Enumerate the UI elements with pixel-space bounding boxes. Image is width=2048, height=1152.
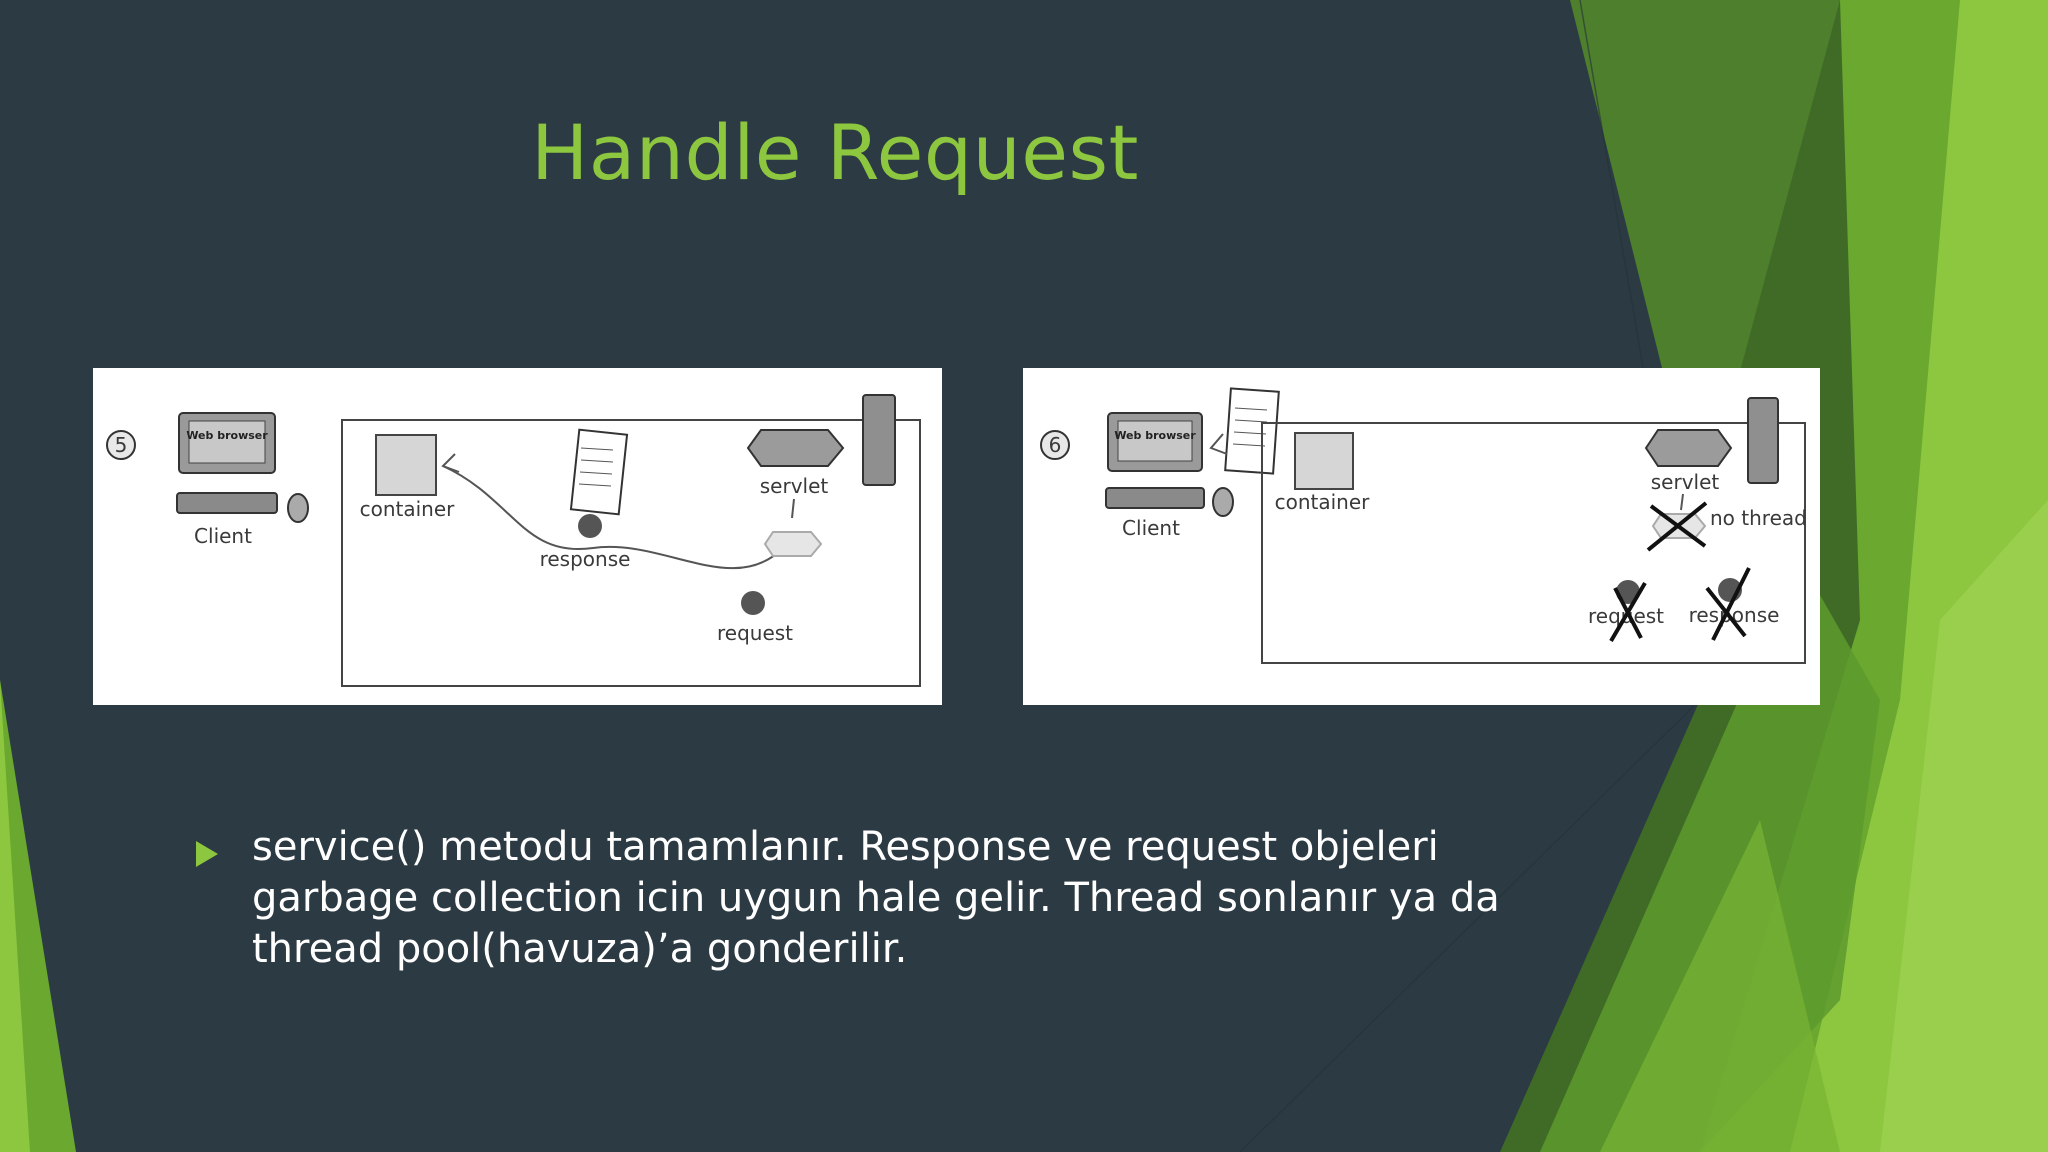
container-box	[1294, 432, 1354, 490]
computer-icon	[1105, 412, 1234, 517]
bullet-text: service() metodu tamamlanır. Response ve…	[252, 824, 1500, 972]
cross-mark-icon	[1609, 581, 1647, 643]
request-object	[741, 591, 765, 615]
thread-shape	[763, 531, 823, 557]
server-icon	[1747, 397, 1779, 484]
servlet-shape	[746, 429, 845, 467]
step-badge	[1040, 430, 1070, 460]
response-object	[578, 514, 602, 538]
container-box	[375, 434, 437, 496]
no-thread-label: no thread	[1710, 506, 1807, 530]
request-label: request	[717, 621, 793, 645]
bullet-arrow-icon	[196, 841, 218, 867]
response-path	[442, 465, 784, 570]
browser-label: Web browser	[186, 429, 268, 442]
browser-label: Web browser	[1114, 429, 1196, 442]
thread-line	[1680, 493, 1684, 511]
cross-mark-icon	[1705, 567, 1751, 641]
client-label: Client	[1122, 516, 1180, 540]
step-number: 5	[115, 433, 128, 457]
diagram-step-6-drawing: 6 Web browser Client container servlet n…	[1040, 387, 1807, 664]
client-label: Client	[194, 524, 252, 548]
diagram-step-6: 6 Web browser Client container servlet n…	[1023, 368, 1820, 705]
document-icon	[569, 428, 629, 516]
container-frame	[341, 419, 921, 687]
step-badge	[106, 430, 136, 460]
computer-icon	[176, 412, 309, 523]
thread-line	[791, 498, 795, 519]
response-label: response	[540, 547, 631, 571]
step-number: 6	[1049, 433, 1062, 457]
document-icon	[1224, 387, 1280, 475]
diagram-step-5: 5 Web browser Client container respo	[93, 368, 942, 705]
slide-title: Handle Request	[531, 108, 1139, 197]
servlet-label: servlet	[1651, 470, 1720, 494]
servlet-label: servlet	[760, 474, 829, 498]
server-icon	[862, 394, 896, 486]
container-label: container	[1275, 490, 1371, 514]
arrow-head-icon	[441, 453, 460, 473]
container-label: container	[360, 497, 456, 521]
diagram-step-5-drawing: 5 Web browser Client container respo	[106, 394, 921, 687]
bullet-item: service() metodu tamamlanır. Response ve…	[196, 822, 1576, 975]
servlet-shape	[1644, 429, 1733, 467]
arrow-head-icon	[1209, 433, 1228, 455]
container-frame	[1261, 422, 1806, 664]
cross-mark-icon	[1646, 501, 1708, 552]
